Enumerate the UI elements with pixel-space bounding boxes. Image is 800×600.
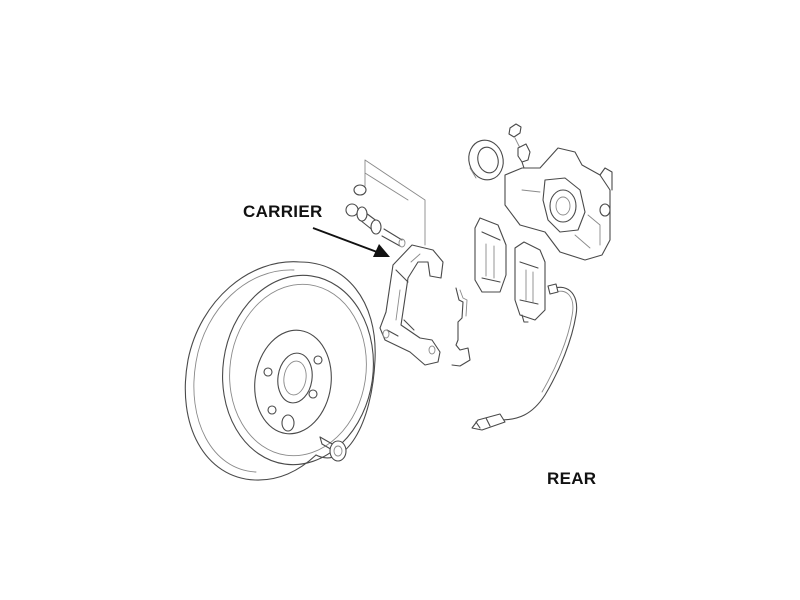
brake-disc [184, 261, 376, 481]
rear-label: REAR [547, 469, 597, 488]
carrier-leader-arrow [312, 227, 390, 257]
brake-pads [474, 217, 546, 323]
bleeder-valve [508, 123, 531, 169]
carrier-label: CARRIER [243, 202, 323, 221]
anti-rattle-spring [451, 287, 471, 367]
guide-bolts [345, 159, 426, 248]
carrier-bracket [379, 244, 444, 366]
disc-screw [319, 436, 347, 462]
piston-seal [468, 139, 504, 181]
brake-caliper [504, 147, 613, 261]
wear-sensor-wire [471, 283, 578, 431]
